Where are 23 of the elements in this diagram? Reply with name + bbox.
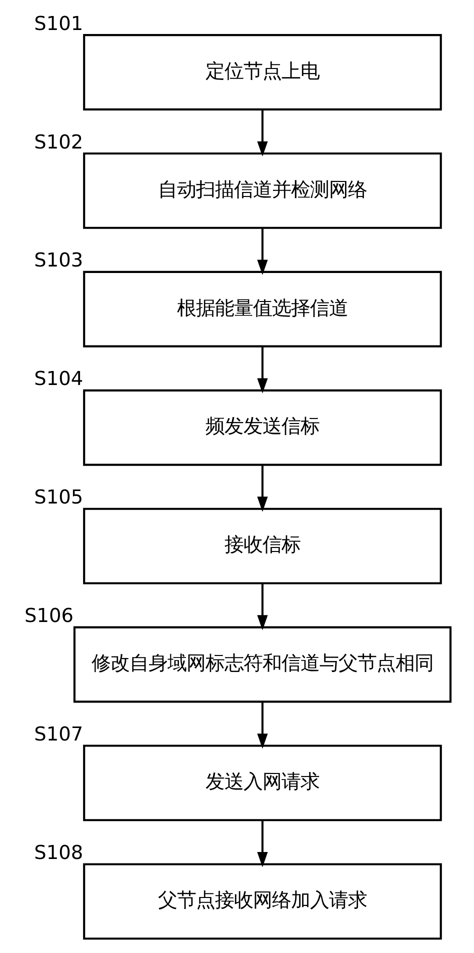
node-label: S101 — [34, 12, 84, 35]
node-label: S105 — [34, 486, 84, 509]
node-box: 修改自身域网标志符和信道与父节点相同 — [73, 626, 452, 703]
arrow — [257, 346, 268, 394]
node-box: 自动扫描信道并检测网络 — [83, 152, 442, 229]
arrow — [257, 464, 268, 512]
node-label: S108 — [34, 840, 84, 864]
node-label: S103 — [34, 248, 84, 272]
arrow — [257, 583, 268, 630]
arrow — [257, 820, 268, 868]
arrow — [257, 228, 268, 275]
node-box: 根据能量值选择信道 — [83, 270, 442, 348]
node-box: 接收信标 — [83, 508, 442, 584]
node-label: S107 — [34, 722, 84, 746]
node-label: S102 — [34, 130, 84, 154]
node-box: 父节点接收网络加入请求 — [83, 863, 442, 940]
node-label: S104 — [34, 367, 84, 390]
node-label: S106 — [24, 604, 74, 628]
arrow — [257, 702, 268, 749]
node-box: 定位节点上电 — [83, 34, 442, 110]
node-box: 频发发送信标 — [83, 389, 442, 466]
node-box: 发送入网请求 — [83, 744, 442, 822]
arrow — [257, 110, 268, 156]
